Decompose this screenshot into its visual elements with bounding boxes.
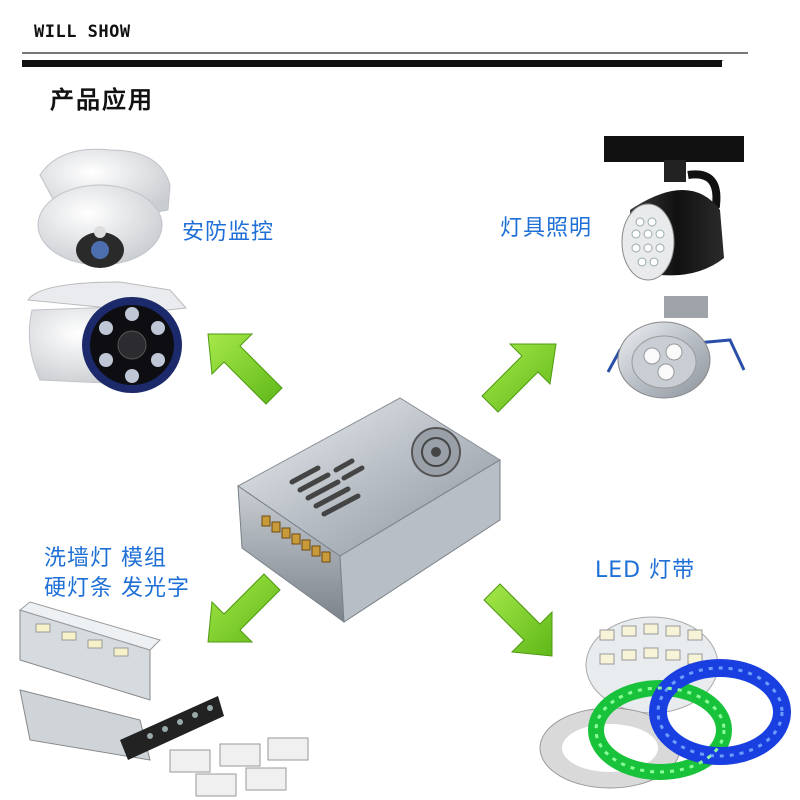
wall-washer-image — [18, 601, 309, 797]
led-strip-image — [539, 616, 791, 789]
label-wall-washer-group: 洗墙灯 模组 硬灯条 发光字 — [44, 544, 190, 603]
bullet-camera-image — [27, 281, 188, 393]
header-thick-rule — [22, 60, 722, 67]
label-wall-washer-line1: 洗墙灯 模组 — [44, 546, 167, 571]
arrow-to-wall-washer — [207, 573, 281, 643]
header-rule-tip — [700, 60, 724, 79]
header-thin-rule — [22, 52, 748, 54]
dome-camera-image — [37, 148, 171, 268]
section-title: 产品应用 — [50, 86, 154, 114]
label-security-monitoring: 安防监控 — [182, 220, 275, 245]
track-light-image — [604, 136, 744, 281]
arrow-to-lamp — [481, 343, 557, 413]
label-lamp-lighting: 灯具照明 — [500, 216, 593, 241]
label-wall-washer-line2: 硬灯条 发光字 — [44, 575, 190, 601]
power-supply-image — [237, 397, 501, 624]
arrow-to-led-strip — [483, 583, 553, 657]
label-led-strip: LED 灯带 — [595, 558, 696, 583]
downlight-image — [606, 296, 746, 399]
arrow-to-security — [207, 333, 283, 405]
brand-title: WILL SHOW — [34, 22, 131, 42]
